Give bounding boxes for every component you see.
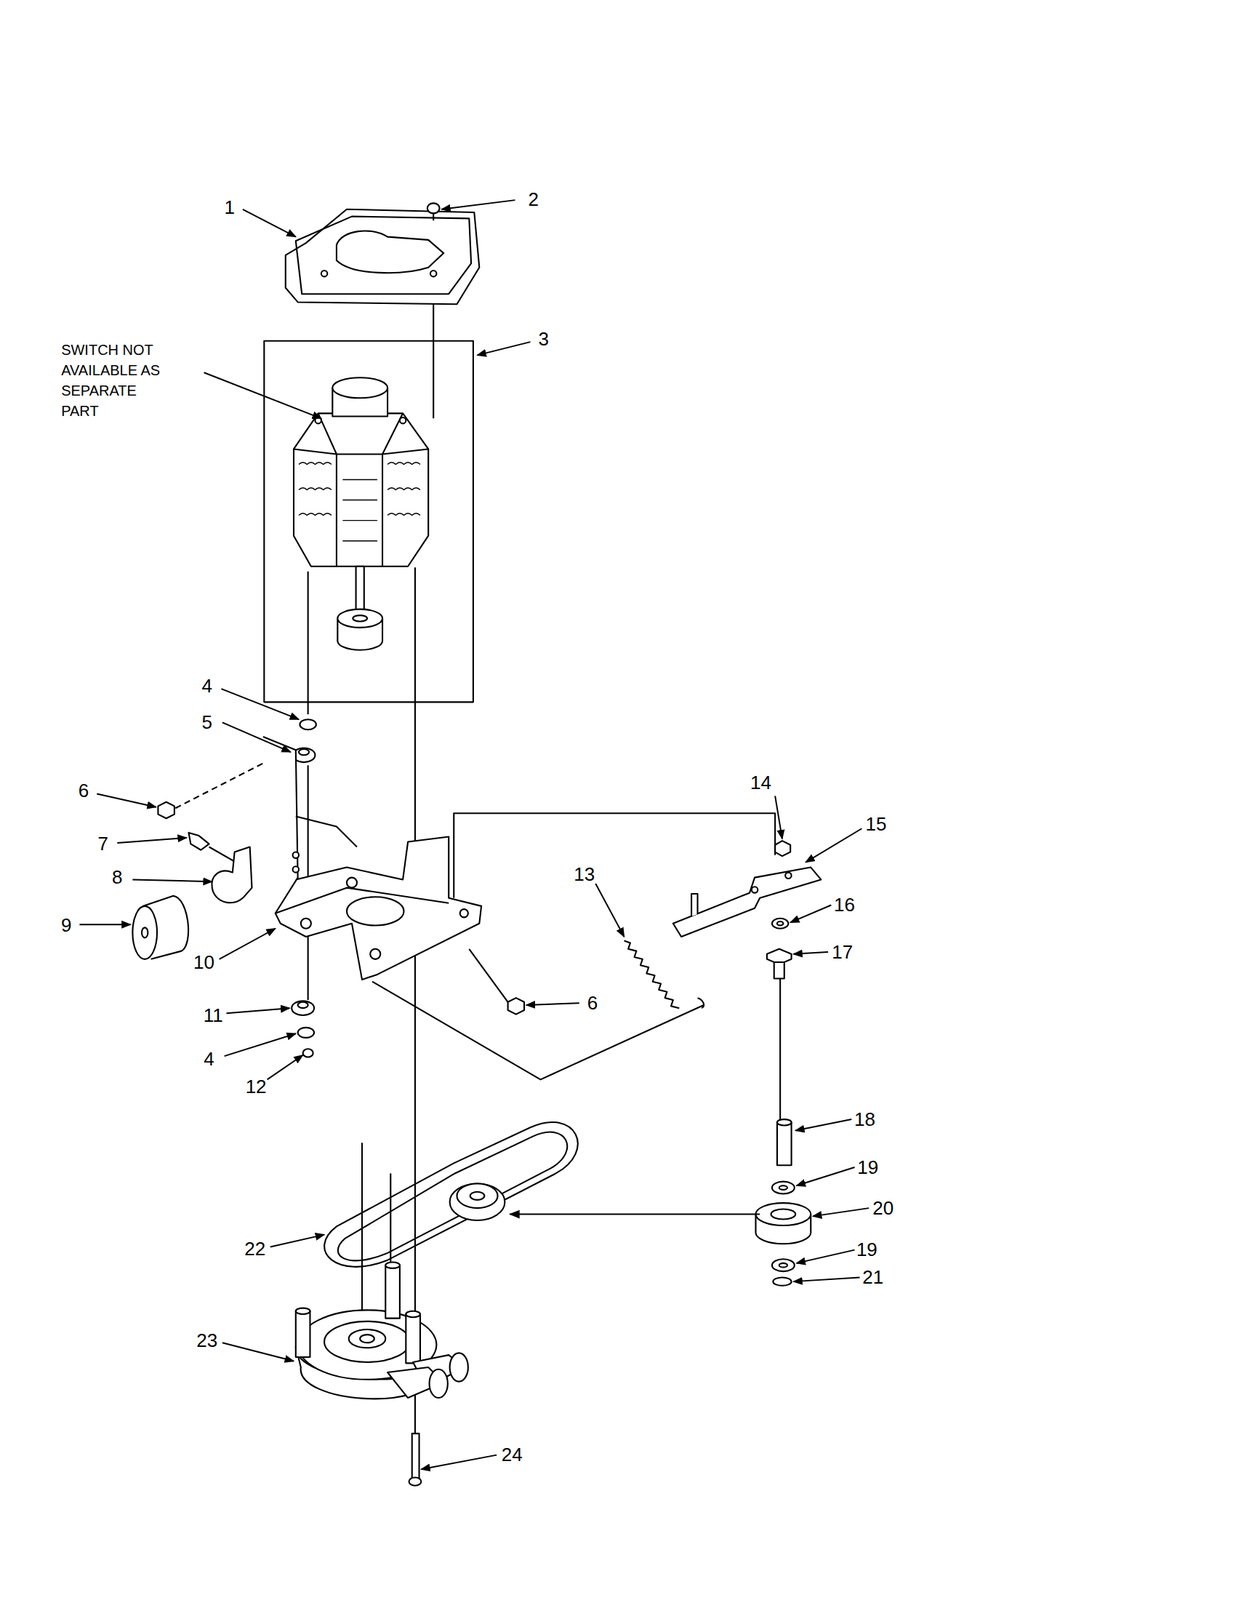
callout-number: 23 — [196, 1330, 218, 1350]
leader-line — [420, 1454, 497, 1470]
callout-number: 9 — [61, 915, 72, 935]
callout-number: 19 — [857, 1157, 879, 1177]
callout-number: 18 — [854, 1109, 876, 1129]
leader-line — [270, 1234, 325, 1247]
leader-line — [796, 1249, 855, 1263]
callout-number: 4 — [202, 676, 213, 696]
callout-number: 14 — [750, 772, 772, 792]
leader-line — [242, 209, 296, 238]
callout-number: 2 — [527, 189, 538, 209]
leader-line — [226, 1007, 290, 1013]
leader-line — [796, 1166, 855, 1186]
callout-number: 21 — [862, 1267, 884, 1287]
callout-number: 15 — [865, 814, 887, 834]
callout-number: 8 — [111, 867, 123, 887]
callout-number: 6 — [587, 993, 598, 1012]
leader-line — [221, 688, 299, 720]
callout-number: 6 — [78, 780, 89, 800]
callout-number: 24 — [501, 1444, 523, 1464]
leader-line — [222, 721, 291, 752]
leader-line — [204, 372, 322, 419]
leader-line — [595, 883, 624, 937]
callout-number: 3 — [537, 329, 549, 349]
callout-number: 20 — [872, 1198, 894, 1218]
callout-number: 7 — [97, 833, 108, 853]
callout-number: 16 — [833, 894, 855, 914]
leader-line — [793, 1277, 860, 1282]
leader-line — [812, 1207, 869, 1216]
leader-line — [132, 878, 212, 882]
callout-number: 12 — [245, 1076, 267, 1096]
callout-number: 19 — [856, 1239, 878, 1259]
leader-line — [224, 1033, 296, 1056]
callout-number: 11 — [203, 1005, 224, 1025]
callout-number: 13 — [573, 864, 595, 884]
callout-number: 1 — [223, 197, 235, 217]
leader-line — [219, 928, 276, 959]
callout-number: 10 — [193, 952, 215, 972]
leader-line — [790, 904, 831, 922]
callout-number: 5 — [202, 712, 213, 732]
leader-line — [793, 951, 829, 954]
leader-line — [222, 1342, 294, 1361]
leader-line — [117, 837, 187, 843]
leader-line — [79, 923, 131, 925]
callout-number: 22 — [244, 1238, 266, 1258]
leader-line — [795, 1118, 852, 1130]
leader-line — [477, 341, 531, 355]
callout-number: 4 — [203, 1049, 214, 1068]
leader-line — [774, 795, 783, 839]
leader-line — [805, 828, 862, 862]
leader-line — [96, 793, 156, 807]
leader-line — [526, 1002, 580, 1005]
leader-line — [267, 1054, 304, 1080]
note-text: SWITCH NOT AVAILABLE AS SEPARATE PART — [61, 339, 171, 421]
leader-line — [441, 199, 515, 210]
callout-number: 17 — [831, 942, 853, 962]
